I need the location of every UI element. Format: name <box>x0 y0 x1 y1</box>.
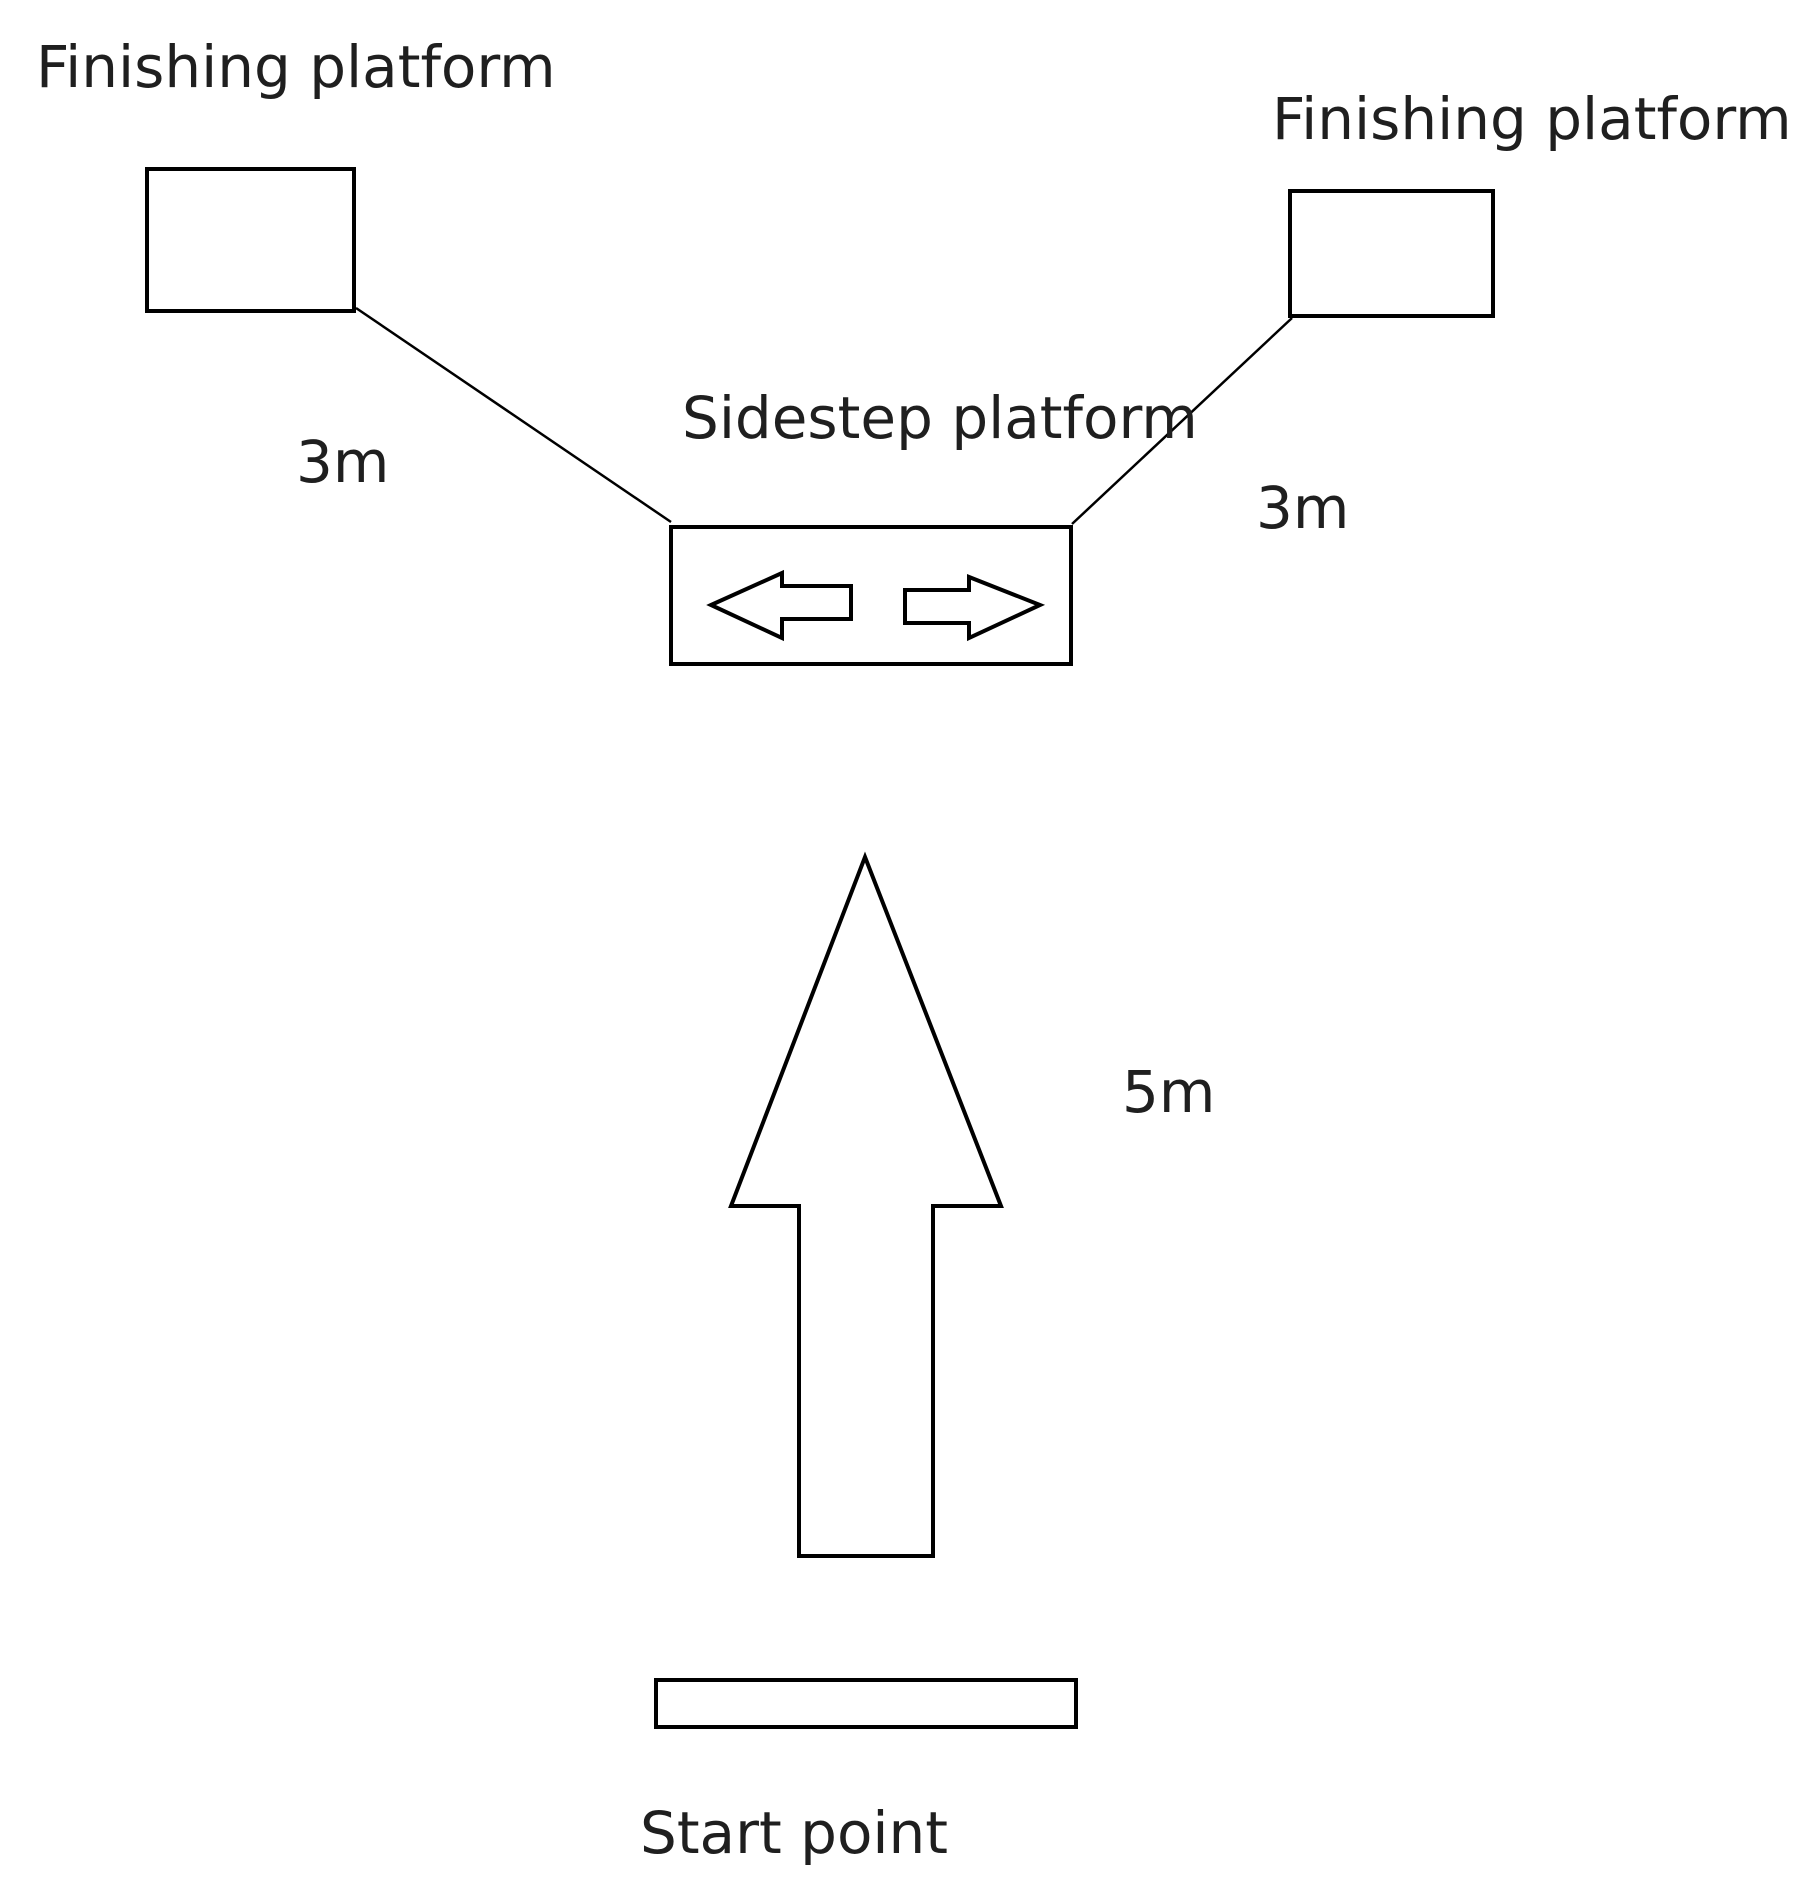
start-point-label: Start point <box>640 1799 948 1867</box>
right-arrow-icon <box>903 574 1046 642</box>
left-connector-line <box>355 306 672 524</box>
left-distance-label: 3m <box>296 428 389 496</box>
finishing-platform-left-label: Finishing platform <box>36 33 556 101</box>
left-arrow-icon <box>706 569 853 642</box>
right-connector-line <box>1071 317 1293 525</box>
finishing-platform-left <box>145 167 356 313</box>
forward-distance-label: 5m <box>1122 1058 1215 1126</box>
start-line <box>654 1678 1078 1729</box>
right-distance-label: 3m <box>1256 474 1349 542</box>
up-arrow-icon <box>728 851 1004 1558</box>
finishing-platform-right-label: Finishing platform <box>1272 85 1792 153</box>
sidestep-platform-label: Sidestep platform <box>682 384 1198 452</box>
finishing-platform-right <box>1288 189 1495 318</box>
